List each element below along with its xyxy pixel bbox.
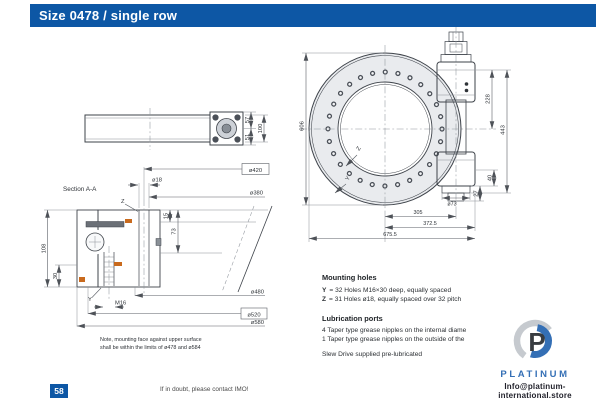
dim-380: ø380	[149, 191, 265, 200]
mounting-holes-row-z: Z= 31 Holes ø18, equally spaced over 32 …	[322, 295, 461, 304]
platinum-logo-icon: P	[513, 319, 557, 363]
callout-y-front: Y	[334, 175, 352, 194]
dim-label-30: 30	[53, 273, 59, 279]
page-title-text: Size 0478 / single row	[39, 8, 178, 23]
label-y-front: Y	[345, 175, 352, 182]
dim-606: 606	[300, 52, 383, 206]
dim-label-15: 15	[164, 213, 170, 219]
lubrication-block: Lubrication ports 4 Taper type grease ni…	[322, 314, 466, 359]
dim-57: 57	[243, 111, 256, 129]
page-number: 58	[54, 386, 64, 396]
footer-note: If in doubt, please contact IMO!	[160, 386, 249, 393]
dim-label-305: 305	[414, 210, 423, 216]
mounting-holes-block: Mounting holes Y= 32 Holes M16×30 deep, …	[322, 273, 461, 304]
dim-label-580: ø580	[251, 320, 264, 326]
seal-mark	[125, 219, 132, 223]
front-view-drawing: 606 228 443 40 27	[300, 27, 511, 242]
dim-label-51: 51	[245, 134, 251, 140]
dim-73-flange: ø73	[441, 193, 471, 208]
grease-nipple	[155, 238, 162, 246]
watermark-brand: PLATINUM	[500, 369, 570, 380]
side-view-drawing: 57 51 100	[84, 108, 268, 150]
grease-nipple	[464, 88, 469, 93]
dim-520: ø520	[88, 307, 268, 320]
dim-675-5: 675.5	[309, 232, 475, 241]
dim-73: 73	[172, 210, 181, 253]
z-hole-channel	[138, 199, 150, 296]
dim-30: 30	[53, 264, 77, 287]
section-view-drawing: Section A-A	[42, 163, 273, 351]
dim-m16: M16	[94, 301, 126, 310]
lubrication-line2: 1 Taper type grease nipples on the outsi…	[322, 335, 465, 343]
dim-label-675-5: 675.5	[383, 232, 397, 238]
watermark: P PLATINUM Info@platinum-international.s…	[468, 317, 600, 400]
dim-label-108: 108	[42, 244, 48, 254]
mounting-key-z: Z	[322, 296, 327, 303]
dim-228: 228	[476, 69, 511, 129]
dim-443: 443	[471, 70, 511, 194]
label-y: Y	[88, 297, 92, 303]
dim-51: 51	[243, 128, 256, 146]
lubrication-line1: 4 Taper type grease nipples on the inter…	[322, 327, 467, 334]
dim-label-18: ø18	[152, 178, 162, 184]
dim-label-380: ø380	[250, 191, 263, 197]
mounting-text-y: = 32 Holes M16×30 deep, equally spaced	[329, 287, 452, 294]
dim-label-m16: M16	[115, 301, 126, 307]
watermark-email: Info@platinum-international.store	[498, 382, 572, 400]
callout-z: Z	[121, 199, 139, 212]
dim-label-420: ø420	[249, 168, 262, 174]
dim-label-27: 27	[474, 190, 480, 196]
mounting-holes-row-y: Y= 32 Holes M16×30 deep, equally spaced	[322, 286, 461, 295]
mounting-key-y: Y	[322, 287, 327, 294]
dim-label-73: 73	[172, 228, 178, 234]
dim-label-443: 443	[501, 125, 507, 135]
dim-label-100: 100	[258, 124, 264, 134]
dim-305: 305	[385, 210, 456, 219]
dim-27: 27	[465, 186, 484, 202]
mounting-note-line1: Note, mounting face against upper surfac…	[100, 337, 202, 343]
callout-z-front: Z	[345, 145, 363, 167]
dim-580: ø580	[77, 320, 265, 329]
y-hole-channel	[103, 246, 115, 300]
seal-mark	[114, 262, 122, 266]
dim-label-520: ø520	[247, 313, 260, 319]
mounting-holes-heading: Mounting holes	[322, 273, 377, 282]
dim-420: ø420	[143, 163, 270, 199]
worm-drive-housing	[436, 27, 476, 212]
callout-y: Y	[88, 287, 102, 303]
grease-nipple	[464, 82, 469, 86]
dim-label-606: 606	[300, 121, 306, 131]
mounting-note-line2: shall be within the limits of ø478 and ø…	[100, 345, 201, 351]
dim-label-73-flange: ø73	[447, 202, 456, 208]
dim-label-228: 228	[486, 94, 492, 104]
dim-label-57: 57	[245, 117, 251, 123]
dim-label-480: ø480	[251, 290, 264, 296]
dim-18: ø18	[128, 178, 162, 208]
dim-100: 100	[245, 114, 268, 143]
page-number-badge: 58	[50, 384, 68, 398]
page-title: Size 0478 / single row	[30, 4, 596, 27]
dim-label-40: 40	[488, 175, 494, 181]
mounting-text-z: = 31 Holes ø18, equally spaced over 32 p…	[329, 296, 462, 303]
retainer-strip	[85, 221, 125, 228]
dim-372-5: 372.5	[385, 221, 475, 230]
section-label: Section A-A	[63, 186, 97, 193]
dim-480: ø480	[135, 290, 265, 298]
dim-label-372-5: 372.5	[423, 221, 437, 227]
lubrication-line3: Slew Drive supplied pre-lubricated	[322, 350, 423, 358]
label-z-front: Z	[356, 145, 363, 152]
dim-15: 15	[164, 210, 173, 222]
dim-40: 40	[471, 169, 498, 187]
seal-mark	[79, 277, 85, 282]
label-z: Z	[121, 199, 125, 205]
dim-108: 108	[42, 209, 77, 288]
lubrication-heading: Lubrication ports	[322, 314, 383, 323]
logo-letter: P	[528, 327, 545, 357]
